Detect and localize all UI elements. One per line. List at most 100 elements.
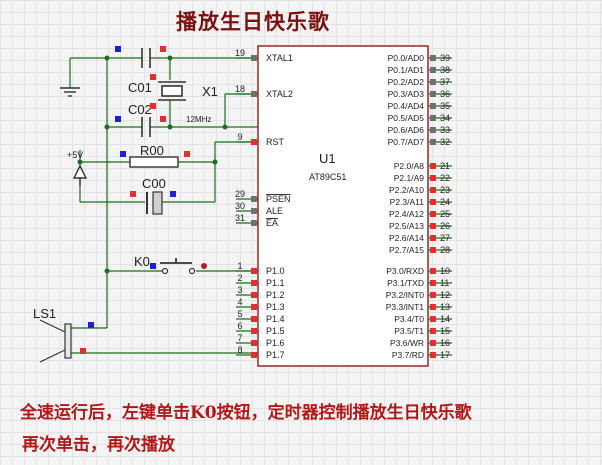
resistor-r00 bbox=[129, 156, 179, 168]
label-ls1: LS1 bbox=[33, 306, 56, 321]
pin-label: P2.0/A8 bbox=[394, 161, 425, 171]
pin-label: P2.3/A11 bbox=[390, 197, 425, 207]
pin-label: PSEN bbox=[266, 194, 291, 204]
pin-number: 27 bbox=[440, 233, 450, 243]
pin-label: P0.3/AD3 bbox=[388, 89, 425, 99]
pin-number: 39 bbox=[440, 53, 450, 63]
pin-label: EA bbox=[266, 218, 278, 228]
pin-13: 13 P3.3/INT1 bbox=[386, 302, 452, 312]
vcc-arrow-icon bbox=[72, 164, 88, 186]
pin-number: 33 bbox=[440, 125, 450, 135]
pin-number: 7 bbox=[237, 333, 242, 343]
pin-number: 34 bbox=[440, 113, 450, 123]
pin-label: P3.5/T1 bbox=[394, 326, 424, 336]
pin-33: 33 P0.6/AD6 bbox=[388, 125, 452, 135]
pin-label: P3.7/RD bbox=[392, 350, 424, 360]
pin-label: P1.5 bbox=[266, 326, 285, 336]
pin-39: 39 P0.0/AD0 bbox=[388, 53, 452, 63]
pin-label: P1.6 bbox=[266, 338, 285, 348]
pin-number: 31 bbox=[235, 213, 245, 223]
pin-number: 36 bbox=[440, 89, 450, 99]
pin-21: 21 P2.0/A8 bbox=[394, 161, 452, 171]
pin-label: P3.3/INT1 bbox=[386, 302, 425, 312]
pin-label: XTAL1 bbox=[266, 53, 293, 63]
chip-designator: U1 bbox=[319, 151, 336, 166]
pin-number: 6 bbox=[237, 321, 242, 331]
pin-label: P0.0/AD0 bbox=[388, 53, 425, 63]
instruction-line-1: 全速运行后，左键单击K0按钮，定时器控制播放生日快乐歌 bbox=[20, 403, 472, 423]
pin-number: 19 bbox=[235, 48, 245, 58]
pin-label: P2.1/A9 bbox=[394, 173, 425, 183]
pin-36: 36 P0.3/AD3 bbox=[388, 89, 452, 99]
pin-label: P1.3 bbox=[266, 302, 285, 312]
pin-label: P0.5/AD5 bbox=[388, 113, 425, 123]
pin-label: P0.1/AD1 bbox=[388, 65, 425, 75]
capacitor-c00 bbox=[146, 191, 163, 215]
pin-number: 11 bbox=[440, 278, 449, 288]
label-c00: C00 bbox=[142, 176, 166, 191]
pin-label: P0.2/AD2 bbox=[388, 77, 425, 87]
pin-label: P1.4 bbox=[266, 314, 285, 324]
pin-label: XTAL2 bbox=[266, 89, 293, 99]
pin-label: P1.2 bbox=[266, 290, 285, 300]
pin-11: 11 P3.1/TXD bbox=[387, 278, 452, 288]
pin-number: 8 bbox=[237, 345, 242, 355]
mcu-chip-body bbox=[257, 45, 429, 367]
pin-label: P1.1 bbox=[266, 278, 285, 288]
pin-number: 2 bbox=[237, 273, 242, 283]
pin-34: 34 P0.5/AD5 bbox=[388, 113, 452, 123]
pin-number: 29 bbox=[235, 189, 245, 199]
junction-dots bbox=[77, 55, 228, 274]
pin-label: P3.2/INT0 bbox=[386, 290, 425, 300]
pin-label: ALE bbox=[266, 206, 283, 216]
pin-number: 35 bbox=[440, 101, 450, 111]
connection-markers bbox=[80, 46, 190, 354]
pin-label: P2.4/A12 bbox=[389, 209, 424, 219]
pin-number: 23 bbox=[440, 185, 450, 195]
capacitor-c02 bbox=[141, 117, 151, 137]
pin-number: 13 bbox=[440, 302, 450, 312]
pin-label: P3.0/RXD bbox=[386, 266, 424, 276]
pin-number: 37 bbox=[440, 77, 450, 87]
ground-symbol bbox=[60, 87, 80, 97]
pin-number: 30 bbox=[235, 201, 245, 211]
pin-label: P1.0 bbox=[266, 266, 285, 276]
button-k0[interactable] bbox=[160, 258, 207, 275]
pin-number: 21 bbox=[440, 161, 450, 171]
pin-label: P0.7/AD7 bbox=[388, 137, 425, 147]
pin-label: P3.1/TXD bbox=[387, 278, 424, 288]
pin-label: P3.6/WR bbox=[390, 338, 424, 348]
instruction-line-2: 再次单击，再次播放 bbox=[22, 435, 175, 455]
label-k0: K0 bbox=[134, 254, 150, 269]
pin-12: 12 P3.2/INT0 bbox=[386, 290, 452, 300]
wires bbox=[69, 57, 258, 354]
label-vcc: +5V bbox=[67, 150, 83, 160]
pin-number: 32 bbox=[440, 137, 450, 147]
pin-label: P2.6/A14 bbox=[389, 233, 424, 243]
pin-label: P2.2/A10 bbox=[389, 185, 424, 195]
label-x1: X1 bbox=[202, 84, 218, 99]
pin-number: 12 bbox=[440, 290, 450, 300]
pin-number: 9 bbox=[237, 132, 242, 142]
chip-part-number: AT89C51 bbox=[309, 172, 346, 182]
pin-label: RST bbox=[266, 137, 285, 147]
label-r00: R00 bbox=[140, 143, 164, 158]
pin-label: P0.6/AD6 bbox=[388, 125, 425, 135]
